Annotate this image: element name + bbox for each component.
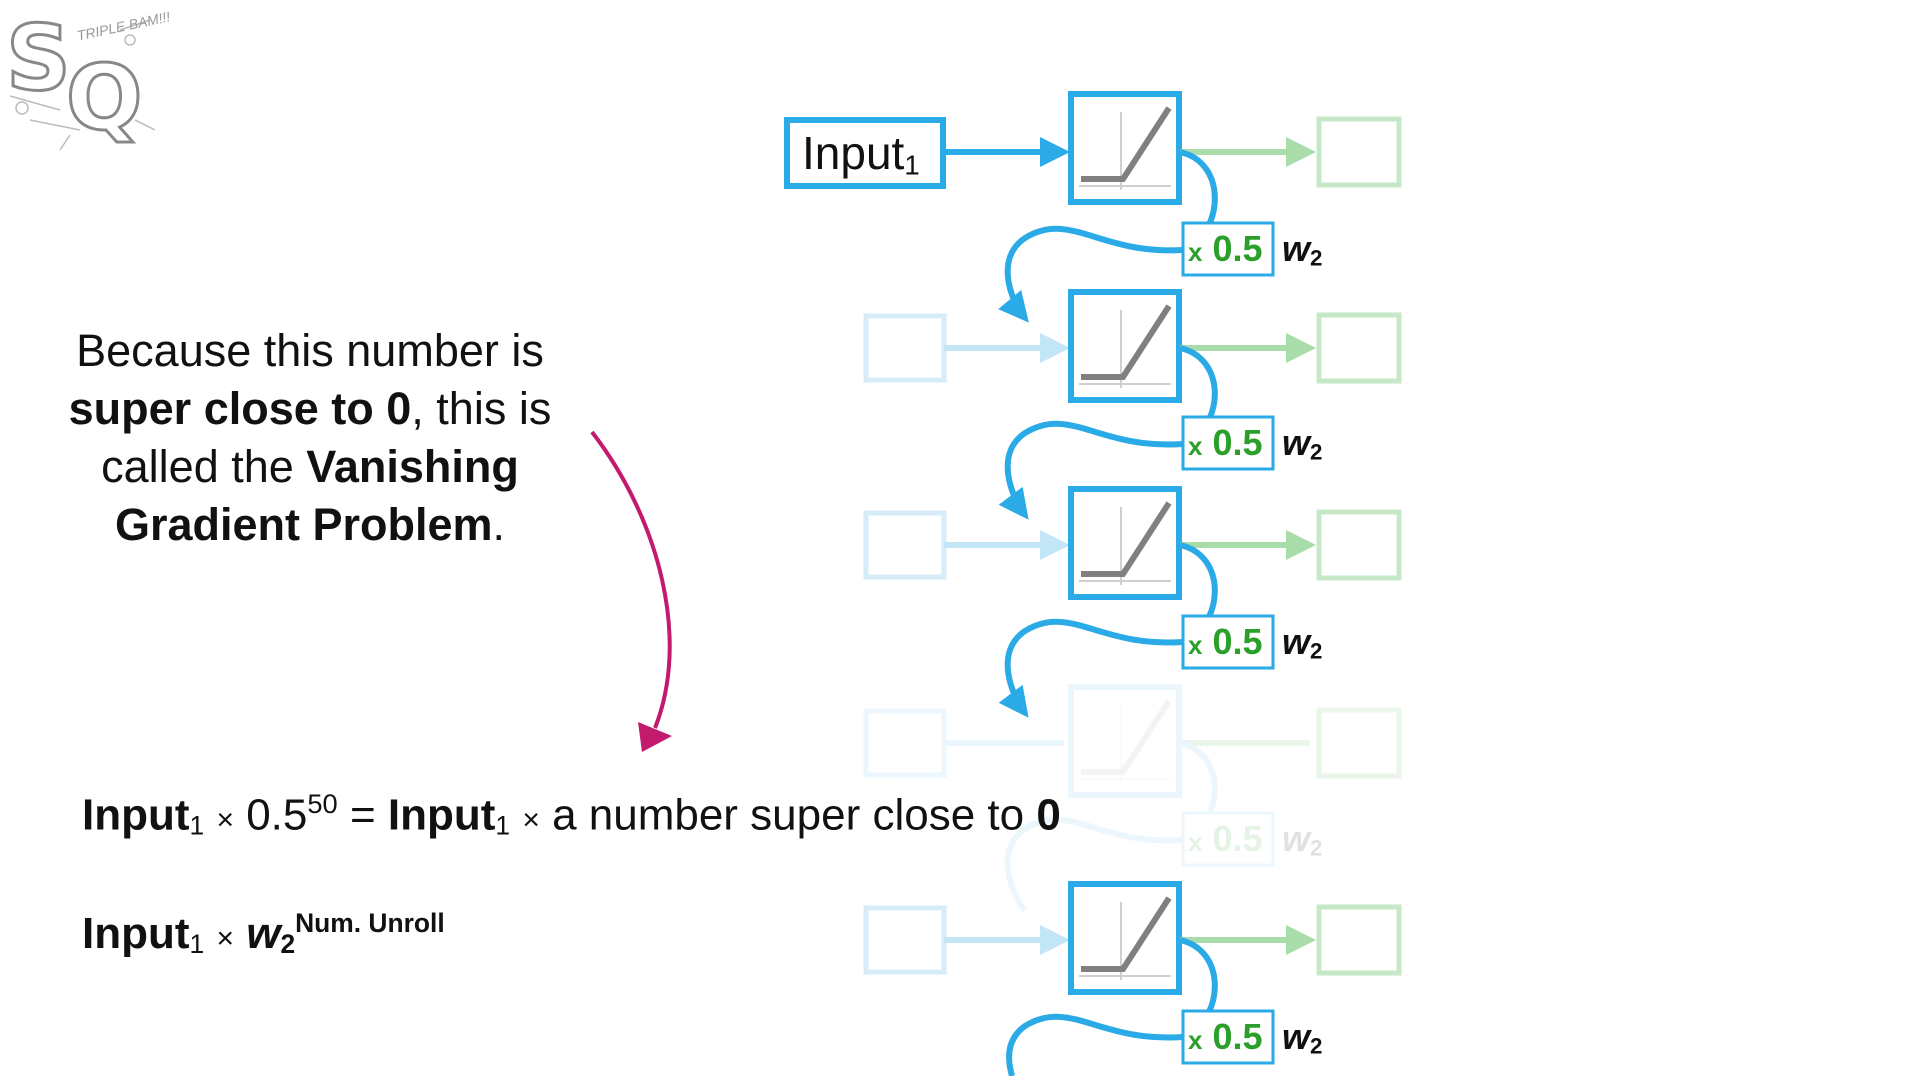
equation-2: Input1 × w2Num. Unroll (82, 908, 445, 960)
multiplier-box-1 (1181, 221, 1275, 277)
feedback-path-bottom-1 (998, 225, 1184, 323)
row-4-faded (863, 687, 1402, 913)
multiplier-label-1: x 0.5 (1188, 228, 1263, 269)
row-2 (863, 292, 1402, 400)
multiplier-box-2 (1181, 415, 1275, 471)
weight-label-2: w2 (1282, 422, 1323, 465)
input-box-2 (863, 313, 947, 383)
output-box-3 (1316, 509, 1402, 581)
multiplier-label-3: x 0.5 (1188, 621, 1263, 662)
feedback-loop-5 (1006, 937, 1275, 1076)
multiplier-label-5: x 0.5 (1188, 1016, 1263, 1057)
weight-label-1: w2 (1282, 228, 1323, 271)
relu-node-3 (1071, 489, 1179, 597)
weight-label-3: w2 (1282, 621, 1323, 664)
feedback-path-bottom-5 (1006, 1013, 1184, 1076)
multiplier-label-4: x 0.5 (1188, 818, 1263, 859)
equation-1: Input1 × 0.550 = Input1 × a number super… (82, 788, 1061, 841)
output-box-1 (1316, 116, 1402, 188)
input-label: Input1 (802, 127, 920, 181)
output-box-5 (1316, 904, 1402, 976)
input-box (784, 117, 946, 189)
pointer-arrow (590, 430, 672, 729)
multiplier-box-5 (1181, 1009, 1275, 1065)
logo-letter-q: Q (65, 45, 144, 153)
logo-doodle (9, 19, 156, 151)
row-5 (863, 884, 1402, 992)
relu-node-1 (1071, 94, 1179, 202)
feedback-loop-3 (998, 542, 1275, 718)
weight-label-5: w2 (1282, 1016, 1323, 1059)
logo-letter-s: S (5, 5, 73, 113)
feedback-path-bottom-2 (998, 420, 1184, 520)
feedback-path-bottom-3 (998, 618, 1184, 718)
input-box-5 (863, 905, 947, 975)
input-box-3 (863, 510, 947, 580)
relu-node-5 (1071, 884, 1179, 992)
pointer-arrowhead (638, 722, 672, 752)
weight-label-4: w2 (1282, 818, 1323, 861)
feedback-loop-1 (998, 149, 1275, 323)
row-1 (784, 94, 1402, 202)
relu-node-2 (1071, 292, 1179, 400)
multiplier-label-2: x 0.5 (1188, 422, 1263, 463)
feedback-loop-2 (998, 345, 1275, 520)
row-3 (863, 489, 1402, 597)
multiplier-box-3 (1181, 614, 1275, 670)
output-box-2 (1316, 312, 1402, 384)
